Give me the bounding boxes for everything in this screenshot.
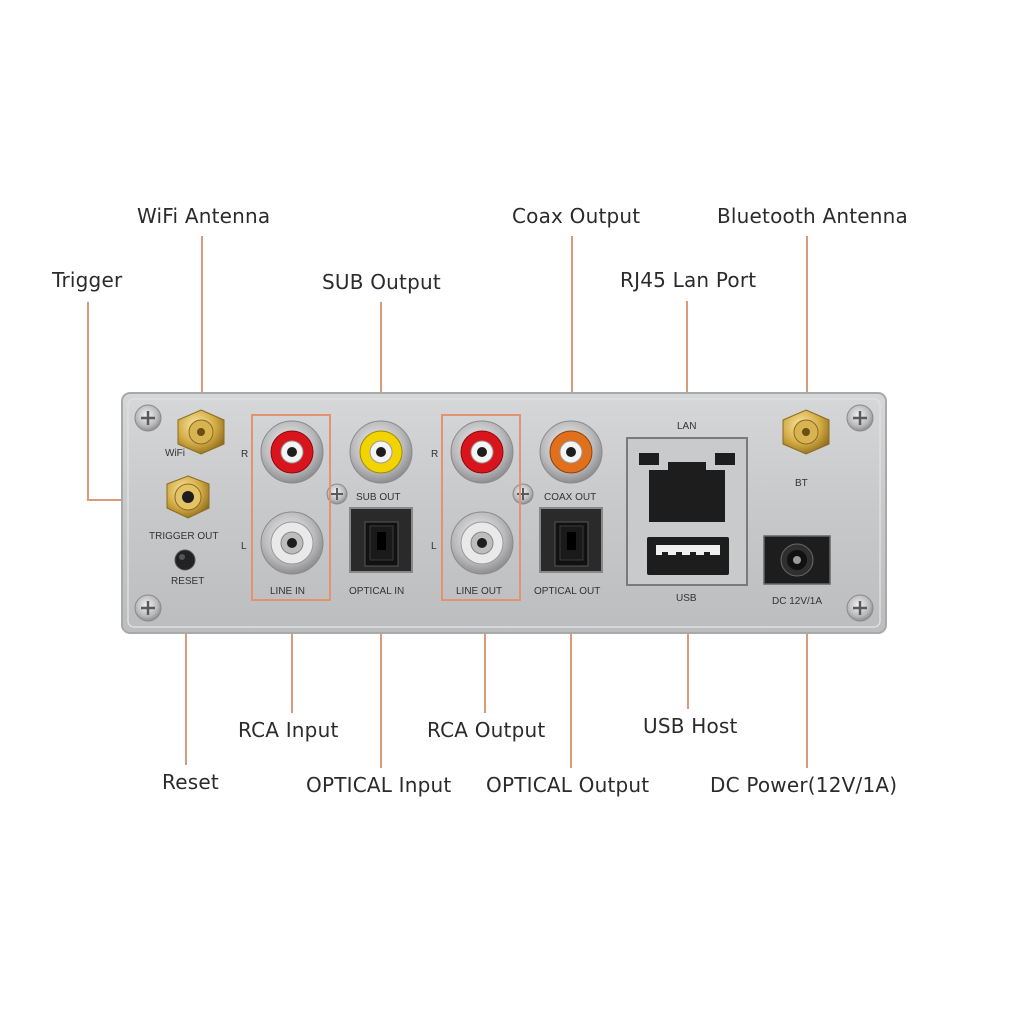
- callout-dc-power: DC Power(12V/1A): [710, 773, 898, 797]
- rca-coax-out-icon: [539, 420, 603, 484]
- wifi-antenna-connector-icon: [177, 409, 225, 455]
- callout-trigger: Trigger: [52, 268, 123, 292]
- callout-rca-output: RCA Output: [427, 718, 546, 742]
- panel-label-wifi: WiFi: [165, 448, 185, 459]
- panel-label-l-in: L: [241, 541, 247, 552]
- rj45-lan-port-icon: [639, 453, 735, 522]
- callout-optical-input: OPTICAL Input: [306, 773, 452, 797]
- callout-optical-output: OPTICAL Output: [486, 773, 650, 797]
- leader-wifi-antenna: [201, 236, 203, 432]
- callout-reset: Reset: [162, 770, 219, 794]
- panel-label-l-out: L: [431, 541, 437, 552]
- panel-label-lan: LAN: [677, 421, 696, 432]
- panel-label-optical-in: OPTICAL IN: [349, 586, 404, 597]
- panel-label-sub-out: SUB OUT: [356, 492, 400, 503]
- screw-mid-right-icon: [512, 483, 534, 505]
- rca-sub-out-icon: [349, 420, 413, 484]
- leader-rca-output: [484, 600, 486, 713]
- leader-bluetooth: [806, 236, 808, 432]
- callout-bluetooth-antenna: Bluetooth Antenna: [717, 204, 908, 228]
- reset-button-icon: [174, 549, 196, 571]
- leader-usb-host: [687, 566, 689, 709]
- leader-sub-output: [380, 302, 382, 450]
- panel-label-r-in: R: [241, 449, 248, 460]
- dc-power-jack-icon: [763, 535, 831, 585]
- screw-top-right-icon: [846, 404, 874, 432]
- callout-rca-input: RCA Input: [238, 718, 339, 742]
- panel-label-r-out: R: [431, 449, 438, 460]
- panel-label-dc: DC 12V/1A: [772, 596, 822, 607]
- leader-optical-input: [380, 540, 382, 768]
- rca-line-out-left-icon: [450, 511, 514, 575]
- trigger-out-jack-icon: [166, 475, 210, 519]
- screw-bottom-left-icon: [134, 594, 162, 622]
- panel-label-reset: RESET: [171, 576, 204, 587]
- optical-out-port-icon: [539, 507, 603, 573]
- callout-coax-output: Coax Output: [512, 204, 641, 228]
- leader-reset: [185, 572, 187, 765]
- panel-label-trigger-out: TRIGGER OUT: [149, 531, 218, 542]
- optical-in-port-icon: [349, 507, 413, 573]
- line-in-group-box: [251, 414, 331, 601]
- bluetooth-antenna-connector-icon: [782, 409, 830, 455]
- rca-line-out-right-icon: [450, 420, 514, 484]
- leader-rj45: [686, 301, 688, 415]
- leader-dc-power: [806, 580, 808, 768]
- screw-bottom-right-icon: [846, 594, 874, 622]
- leader-optical-output: [570, 540, 572, 768]
- panel-label-bt: BT: [795, 478, 808, 489]
- usb-host-port-icon: [647, 537, 729, 575]
- leader-trigger-v: [87, 302, 89, 500]
- panel-label-coax-out: COAX OUT: [544, 492, 596, 503]
- rca-line-in-right-icon: [260, 420, 324, 484]
- panel-label-usb: USB: [676, 593, 697, 604]
- callout-wifi-antenna: WiFi Antenna: [137, 204, 271, 228]
- line-out-group-box: [441, 414, 521, 601]
- rca-line-in-left-icon: [260, 511, 324, 575]
- screw-top-left-icon: [134, 404, 162, 432]
- callout-sub-output: SUB Output: [322, 270, 441, 294]
- screw-mid-left-icon: [326, 483, 348, 505]
- leader-coax-output: [571, 236, 573, 450]
- leader-rca-input: [291, 600, 293, 713]
- callout-usb-host: USB Host: [643, 714, 738, 738]
- panel-label-optical-out: OPTICAL OUT: [534, 586, 600, 597]
- callout-rj45-lan-port: RJ45 Lan Port: [620, 268, 757, 292]
- panel-label-line-in: LINE IN: [270, 586, 305, 597]
- panel-label-line-out: LINE OUT: [456, 586, 502, 597]
